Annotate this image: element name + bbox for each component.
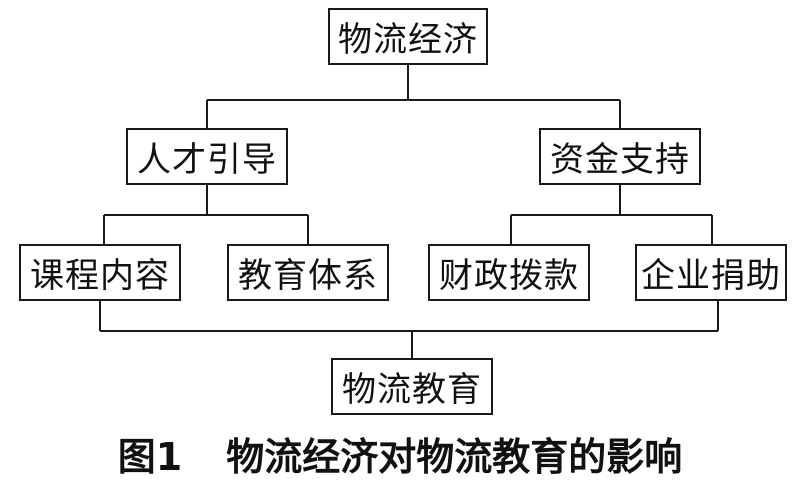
node-fiscal-allocation: 财政拨款 bbox=[428, 244, 590, 301]
node-course-content: 课程内容 bbox=[19, 244, 181, 301]
node-talent-guidance: 人才引导 bbox=[126, 128, 288, 185]
node-root: 物流经济 bbox=[328, 8, 488, 65]
node-outcome: 物流教育 bbox=[331, 358, 493, 415]
figure-label: 图1 bbox=[117, 434, 183, 479]
node-education-system: 教育体系 bbox=[227, 244, 389, 301]
figure-title: 物流经济对物流教育的影响 bbox=[226, 434, 683, 479]
node-funding-support: 资金支持 bbox=[539, 128, 701, 185]
figure-caption: 图1 物流经济对物流教育的影响 bbox=[0, 428, 800, 479]
node-enterprise-donation: 企业捐助 bbox=[635, 244, 787, 301]
